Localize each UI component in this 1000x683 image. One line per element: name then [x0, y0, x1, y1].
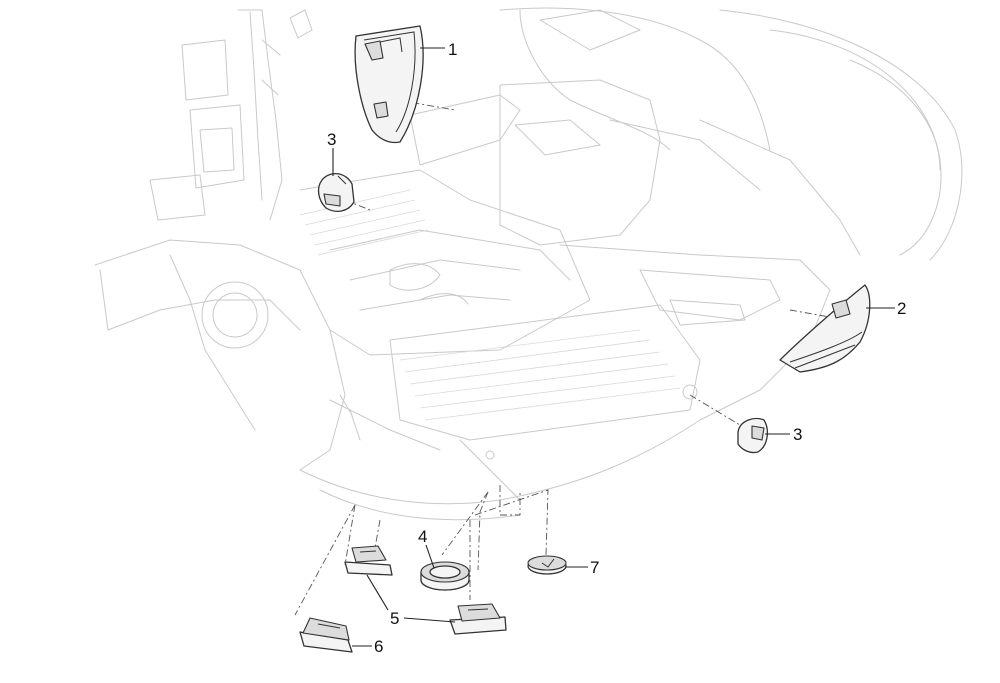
part-5-plug-lower: [449, 603, 507, 635]
part-5-plug-upper: [344, 545, 393, 576]
assembly-lines: [294, 94, 836, 616]
scooter-body-ghost: [94, 7, 963, 521]
callout-7: 7: [590, 558, 599, 577]
callout-3-top: 3: [327, 130, 336, 149]
callout-4: 4: [418, 527, 427, 546]
callout-5: 5: [390, 609, 399, 628]
part-3-cap-top: [317, 173, 355, 213]
callout-3-right: 3: [793, 425, 802, 444]
callout-labels: 1 3 2 3 4 5 6 7: [327, 40, 906, 656]
part-1-shield-cover: [354, 25, 424, 144]
part-6-rect-plug: [299, 617, 353, 653]
part-3-cap-right: [737, 417, 769, 454]
leader-lines: [332, 47, 895, 647]
part-4-grommet: [420, 561, 470, 591]
part-2-side-trim: [779, 284, 871, 373]
part-7-disc-cap: [527, 555, 567, 575]
callout-6: 6: [374, 637, 383, 656]
callout-2: 2: [897, 299, 906, 318]
callout-1: 1: [448, 40, 457, 59]
